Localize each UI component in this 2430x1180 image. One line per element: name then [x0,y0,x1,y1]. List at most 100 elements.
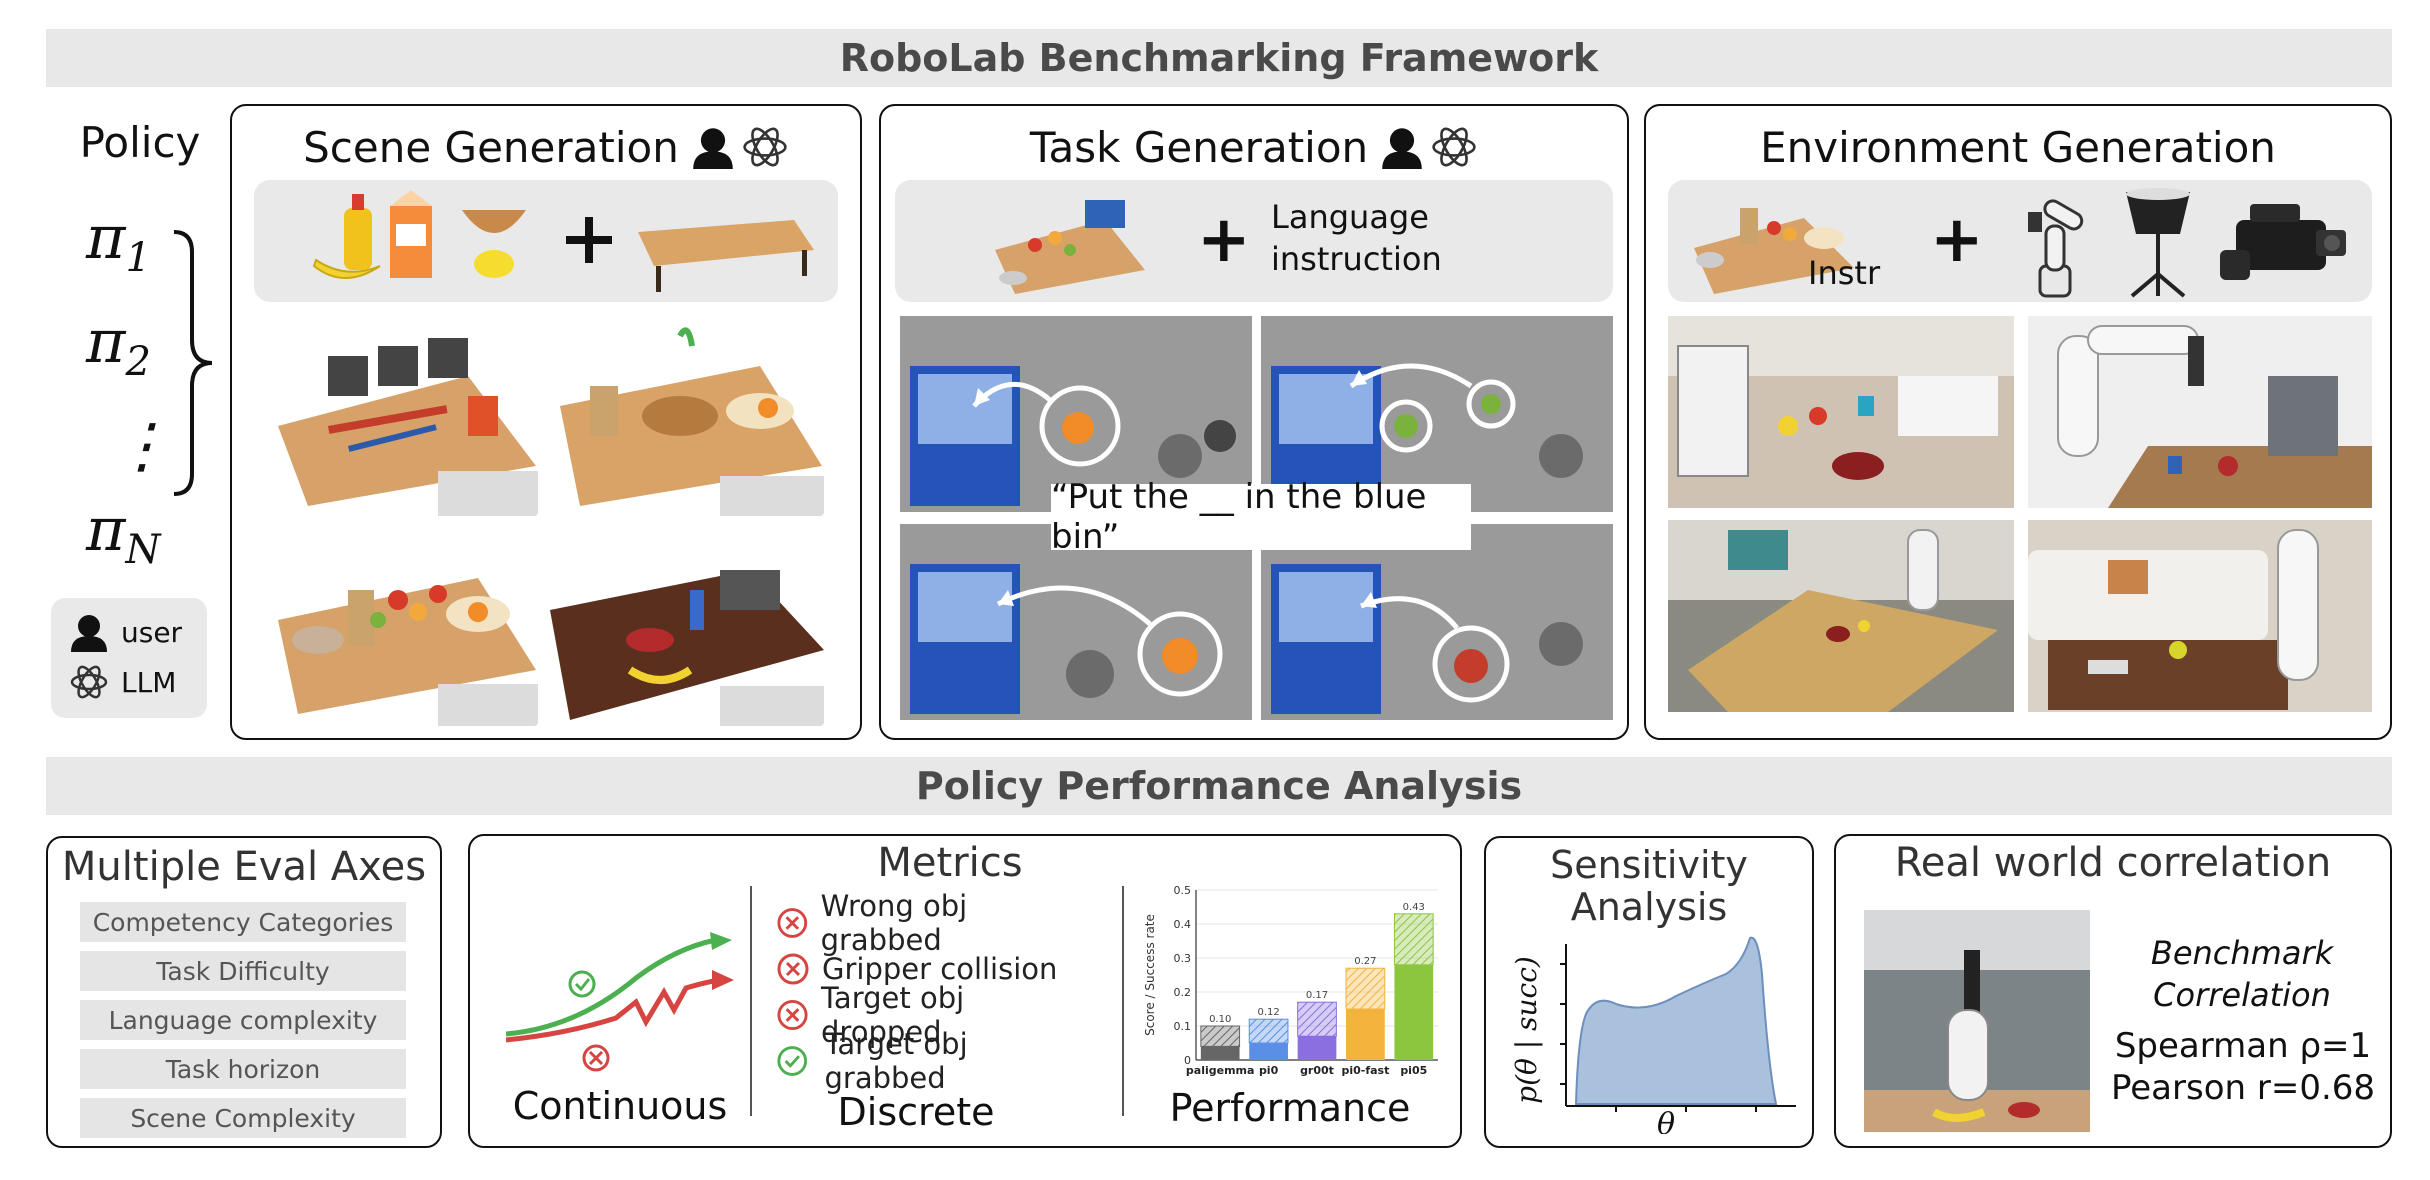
plus-sign: + [1197,203,1251,277]
discrete-list: Wrong obj grabbed Gripper collision Targ… [776,889,1086,1095]
environment-inputs: Instr + [1668,180,2372,302]
policy-label: Policy [79,118,201,167]
task-inputs: + Language instruction [895,180,1613,302]
sensitivity-xlabel: θ [1657,1107,1675,1134]
y-tick-label: 0.4 [1174,918,1192,931]
bar-hatched-pi05 [1393,913,1434,966]
task-caption: “Put the __ in the blue bin” [1051,477,1427,557]
sensitivity-density-plot: p(θ | succ) θ [1510,936,1796,1134]
instr-label: Instr [1808,254,1881,292]
policy-dots: ⋮ [112,411,172,481]
real-world-panel: Real world correlation Benchmark Correla… [1834,834,2392,1148]
x-tick-label: pi0-fast [1341,1064,1389,1077]
scene-image-tools [268,316,538,516]
real-world-robot-photo [1864,910,2090,1132]
icon-legend: user LLM [51,598,207,718]
environment-generation-panel: Environment Generation Instr + [1644,104,2392,740]
policy-list: π1 π2 ⋮ πN [86,196,196,592]
y-tick-label: 0.2 [1174,986,1192,999]
eval-axis-item: Competency Categories [80,902,406,942]
x-tick-label: paligemma [1186,1064,1255,1077]
llm-icon [1432,127,1476,167]
divider [750,886,752,1116]
discrete-item: Gripper collision [776,946,1086,992]
env-image-office [1668,520,2014,712]
user-icon [693,128,733,169]
fail-icon [777,908,808,938]
fail-icon [777,999,808,1031]
y-tick-label: 0.1 [1174,1020,1192,1033]
bar-solid-pi0 [1249,1043,1288,1060]
policy-2: π2 [86,307,151,385]
success-icon [777,1046,808,1076]
y-tick-label: 0.5 [1174,884,1192,897]
scene-image-kitchen [550,316,824,516]
mustard-bottle-object [344,194,372,270]
discrete-item: Target obj dropped [776,981,1086,1049]
bar-hatched-pi0 [1248,1018,1289,1044]
y-tick-label: 0 [1184,1054,1191,1067]
x-tick-label: pi05 [1400,1064,1427,1077]
eval-axis-item: Task Difficulty [80,951,406,991]
legend-user: user [121,615,183,649]
bar-value-label: 0.10 [1209,1014,1231,1025]
env-image-robot-kitchen [2028,316,2372,508]
bar-solid-pi05 [1394,964,1434,1060]
x-tick-label: pi0 [1259,1064,1279,1077]
discrete-label: Discrete [837,1090,995,1134]
eval-axis-item: Language complexity [80,1000,406,1040]
bar-solid-paligemma [1200,1046,1240,1060]
pearson-value: Pearson r=0.68 [2110,1068,2376,1108]
milk-carton-object [390,190,432,278]
lemon-object [474,250,514,278]
bar-hatched-pi0-fast [1345,967,1386,1010]
bar-hatched-paligemma [1200,1025,1241,1047]
y-axis-label: Score / Success rate [1143,914,1157,1036]
fail-icon [777,953,809,985]
divider [1122,886,1124,1116]
plus-sign: + [1930,203,1984,277]
task-generation-panel: Task Generation + Language instruction [879,104,1629,740]
scene-generation-panel: Scene Generation [230,104,862,740]
framework-banner: RoboLab Benchmarking Framework [46,29,2392,87]
banana-object [312,258,381,279]
env-image-coffee [1668,316,2014,508]
studio-light-icon [2126,188,2190,298]
legend-llm: LLM [121,665,177,699]
env-image-living-room [2028,520,2372,712]
language-instruction-label: Language instruction [1271,198,1442,278]
bar-solid-gr00t [1297,1036,1337,1060]
task-image-pumpkin [900,524,1252,720]
sensitivity-ylabel: p(θ | succ) [1510,956,1543,1104]
bar-solid-pi0-fast [1346,1009,1385,1060]
scene-image-fruits [268,530,538,726]
plus-sign [566,217,612,263]
camera-icon [2220,204,2346,280]
task-image-lime [1261,316,1613,512]
bar-value-label: 0.27 [1354,956,1376,967]
framework-title: RoboLab Benchmarking Framework [839,36,1599,80]
llm-icon [70,665,108,699]
task-generation-title: Task Generation [1029,122,1369,172]
x-tick-label: gr00t [1300,1064,1334,1077]
analysis-title: Policy Performance Analysis [915,764,1523,808]
analysis-banner: Policy Performance Analysis [46,757,2392,815]
table-object [638,220,814,292]
discrete-item: Target obj grabbed [776,1027,1086,1095]
scene-image-dark-table [550,530,824,726]
y-tick-label: 0.3 [1174,952,1192,965]
task-scene-thumbnail [995,200,1145,294]
scene-inputs [254,180,838,302]
bar-value-label: 0.12 [1257,1007,1279,1018]
continuous-curves [506,932,734,1072]
eval-axis-item: Scene Complexity [80,1098,406,1138]
llm-icon [743,127,787,167]
policy-brace [173,230,213,496]
robot-arm-icon [2028,199,2084,298]
sensitivity-title: Sensitivity Analysis [1550,843,1748,929]
user-icon [1382,128,1422,169]
sensitivity-panel: Sensitivity Analysis p(θ | succ) θ [1484,836,1814,1148]
metrics-title: Metrics [877,840,1023,886]
bar-hatched-gr00t [1297,1001,1337,1037]
